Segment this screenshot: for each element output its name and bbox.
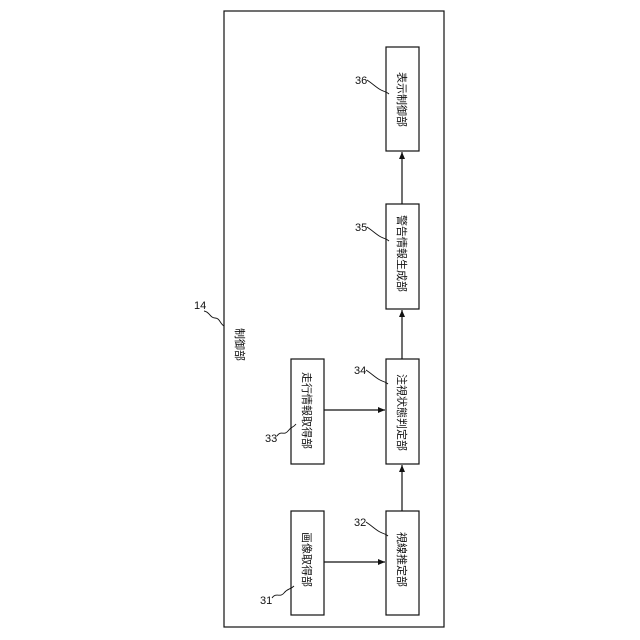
ref-31: 31: [260, 595, 272, 607]
block-driving-info-acquisition-label: 走行情報取得部: [300, 372, 314, 449]
ref-32: 32: [354, 517, 366, 529]
block-display-control-label: 表示制御部: [395, 72, 409, 127]
block-gaze-estimation-label: 視線推定部: [395, 532, 409, 587]
ref-14: 14: [194, 300, 206, 312]
ref-35: 35: [355, 222, 367, 234]
leader-32: [366, 522, 388, 536]
ref-34: 34: [354, 365, 366, 377]
ref-33: 33: [265, 433, 277, 445]
block-image-acquisition-label: 画像取得部: [300, 532, 314, 587]
leader-34: [366, 370, 388, 384]
leader-14: [204, 311, 224, 326]
block-warning-info-generation-label: 警告情報生成部: [395, 215, 409, 292]
control-unit-label: 制御部: [233, 328, 247, 361]
block-gaze-state-determination-label: 注視状態判定部: [395, 374, 409, 451]
ref-36: 36: [355, 75, 367, 87]
